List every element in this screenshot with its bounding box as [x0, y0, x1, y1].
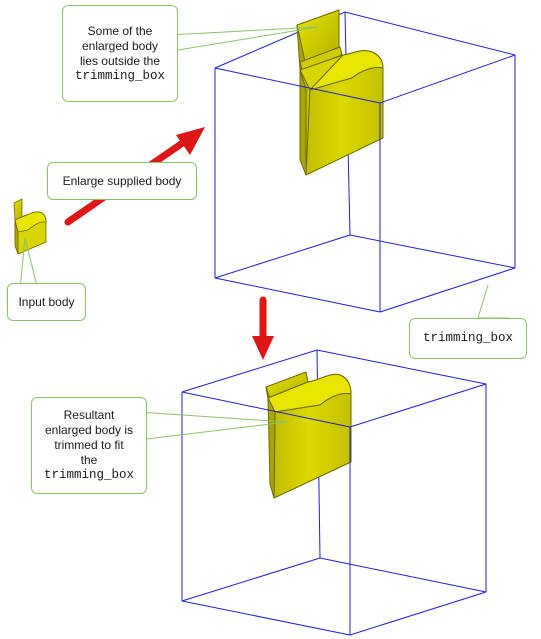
- callout-outside-line-2: enlarged body: [81, 38, 159, 53]
- callout-result-line-4: the: [80, 453, 98, 467]
- trim-arrow: [252, 296, 274, 360]
- callout-outside-line-3: lies outside the: [79, 53, 161, 68]
- callout-input-box: Input body: [7, 283, 86, 321]
- callout-trimming-box: trimming_box: [409, 318, 527, 359]
- upper-trimming-box-front: [214, 54, 516, 313]
- upper-enlarged-body: [296, 9, 384, 176]
- lower-trimming-box-front: [181, 383, 487, 636]
- lower-trimmed-body: [265, 371, 352, 499]
- callout-result-code: trimming_box: [43, 468, 134, 482]
- callout-result-line-2: enlarged body is: [44, 423, 134, 437]
- callout-result-line-1: Resultant: [63, 408, 115, 422]
- callout-outside-box: Some of the enlarged body lies outside t…: [62, 5, 178, 102]
- callout-result-line-3: trimmed to fit: [54, 438, 124, 452]
- callout-trimming-box-code: trimming_box: [422, 331, 513, 345]
- callout-enlarge-box: Enlarge supplied body: [47, 162, 197, 200]
- callout-outside-code: trimming_box: [74, 68, 165, 83]
- callout-leaders: [19, 26, 510, 441]
- callout-enlarge-text: Enlarge supplied body: [62, 173, 182, 188]
- callout-result-box: Resultant enlarged body is trimmed to fi…: [31, 397, 147, 494]
- callout-outside-line-1: Some of the: [87, 23, 153, 38]
- callout-input-text: Input body: [18, 294, 75, 309]
- input-body: [13, 198, 47, 255]
- upper-trimming-box: [214, 11, 516, 279]
